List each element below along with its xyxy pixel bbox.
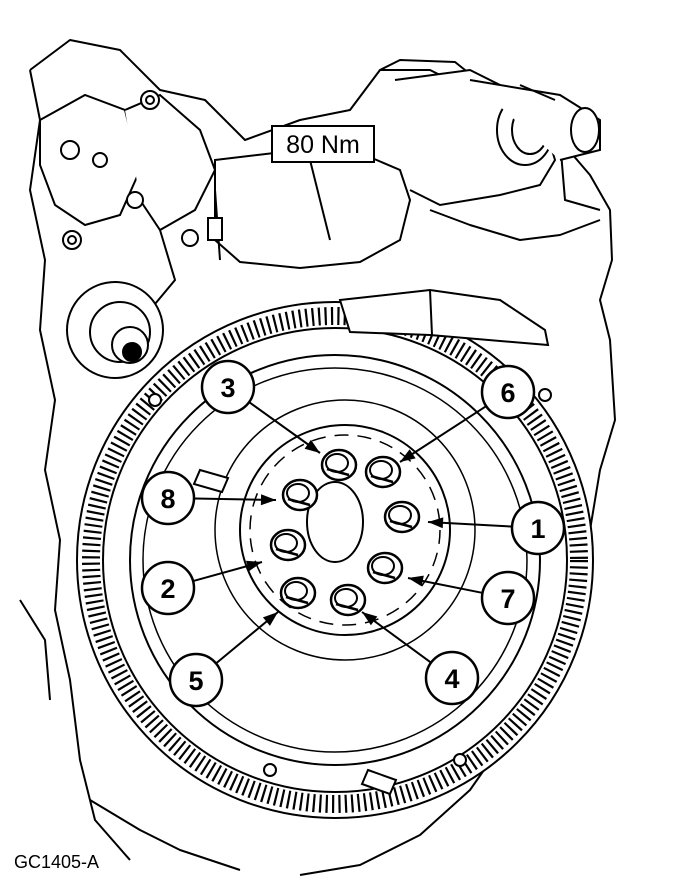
leader-8 xyxy=(194,494,277,506)
leader-7 xyxy=(407,575,482,594)
leader-2 xyxy=(193,560,263,582)
callout-label-6: 6 xyxy=(500,378,515,408)
callout-markers: 1 2 3 4 5 6 7 8 xyxy=(140,359,566,708)
callout-3: 3 xyxy=(200,359,256,415)
bolt-2 xyxy=(269,528,307,562)
bell-housing-tube xyxy=(207,148,412,270)
bolt-6 xyxy=(364,455,402,489)
callout-label-8: 8 xyxy=(160,484,175,514)
callout-label-4: 4 xyxy=(444,664,459,694)
torque-label: 80 Nm xyxy=(286,131,360,159)
leader-3 xyxy=(249,401,321,454)
callout-5: 5 xyxy=(168,652,224,708)
bolt-5 xyxy=(279,576,317,610)
flywheel-bolts xyxy=(269,448,421,617)
starter-motor xyxy=(394,68,601,207)
callout-1: 1 xyxy=(510,500,566,556)
callout-label-5: 5 xyxy=(188,666,203,696)
figure-id: GC1405-A xyxy=(14,852,99,872)
callout-label-3: 3 xyxy=(220,373,235,403)
leader-5 xyxy=(216,611,279,664)
leader-6 xyxy=(399,405,486,463)
callout-8: 8 xyxy=(140,470,196,526)
callout-6: 6 xyxy=(480,364,536,420)
callout-label-7: 7 xyxy=(500,584,515,614)
bolt-1 xyxy=(383,500,421,534)
bolt-3 xyxy=(320,448,358,482)
accessory-bracket xyxy=(39,90,217,321)
bolt-4 xyxy=(329,583,367,617)
leader-4 xyxy=(361,611,431,663)
housing-flange xyxy=(338,288,550,347)
callout-2: 2 xyxy=(140,560,196,616)
callout-4: 4 xyxy=(424,650,480,706)
callout-label-1: 1 xyxy=(530,514,545,544)
leader-1 xyxy=(427,517,512,529)
torque-spec-box: 80 Nm xyxy=(271,125,375,163)
bolt-7 xyxy=(366,551,404,585)
bolt-8 xyxy=(281,478,319,512)
callout-leaders xyxy=(193,401,512,664)
callout-label-2: 2 xyxy=(160,574,175,604)
tensioner-pulley xyxy=(66,281,164,379)
callout-7: 7 xyxy=(480,570,536,626)
